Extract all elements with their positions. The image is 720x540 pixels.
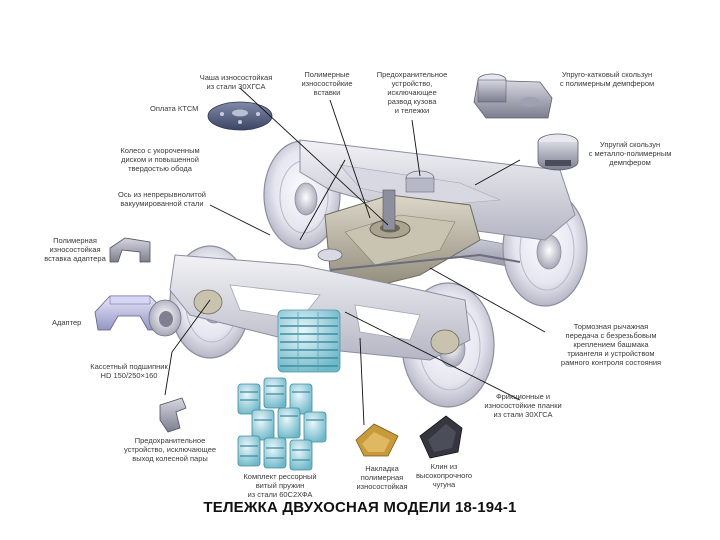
king-pin (382, 189, 396, 231)
adapter-front-right (430, 329, 460, 355)
label-adapter: Адаптер (52, 318, 82, 327)
label-ktsm-plate: Оплата КТСМ (150, 104, 199, 113)
roller-side-bearing-top (473, 73, 553, 119)
leader-lines (164, 87, 546, 426)
ktsm-plate (207, 101, 273, 131)
friction-wedge-part (419, 415, 463, 459)
front-side-frame (169, 254, 471, 361)
polymer-pad-part (355, 423, 399, 457)
diagram-caption: ТЕЛЕЖКА ДВУХОСНАЯ МОДЕЛИ 18-194-1 (203, 499, 517, 516)
cassette-bearing-part (148, 299, 182, 337)
elastic-side-bearing (537, 133, 579, 171)
wheelset-guard-part (159, 397, 187, 433)
side-bearing-front (317, 248, 343, 262)
spring-set-part (237, 377, 327, 471)
front-spring-set (277, 309, 341, 373)
adapter-wear-insert-part (109, 237, 151, 263)
adapter-part (94, 295, 166, 331)
brake-rigging (329, 253, 521, 271)
